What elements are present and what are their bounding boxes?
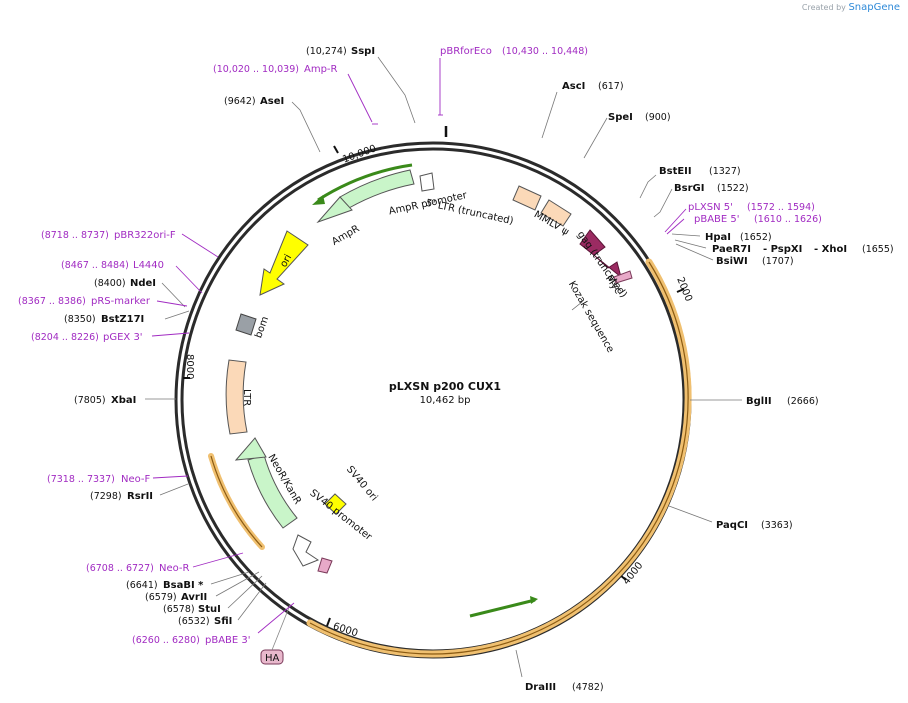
site-pos-sspi: (10,274) xyxy=(306,46,347,57)
neor-feature: NeoR/KanR xyxy=(234,437,303,529)
site-bstz17i: BstZ17I xyxy=(101,314,144,325)
kozak-label: Kozak sequence xyxy=(566,279,616,354)
ori-feature: ori xyxy=(259,230,309,296)
site-asci: AscI xyxy=(562,81,585,92)
site-bsteii: BstEII xyxy=(659,166,692,177)
site-bsiwi: BsiWI xyxy=(716,256,748,267)
sv40-features: SV40 ori SV40 promoter xyxy=(292,464,379,574)
site-pos-bsabi: (6641) xyxy=(126,580,158,591)
site-asei: AseI xyxy=(260,96,284,107)
site-avrii: AvrII xyxy=(181,592,207,603)
snapgene-credit: Created by SnapGene xyxy=(802,2,900,13)
primer-pgex3: pGEX 3' xyxy=(103,332,143,343)
site-pos-bsiwi: (1707) xyxy=(762,256,794,267)
site-pos-stui: (6578) xyxy=(163,604,195,615)
site-bsabi: BsaBI * xyxy=(163,580,204,591)
sv40prom-label: SV40 promoter xyxy=(307,488,374,544)
primer-leaders xyxy=(151,58,687,634)
ltr-label: LTR xyxy=(241,389,252,406)
site-paqci: PaqCI xyxy=(716,520,748,531)
site-pos-bstz17i: (8350) xyxy=(64,314,96,325)
primer-pbabe3: pBABE 3' xyxy=(205,635,251,646)
site-leaders xyxy=(145,56,742,678)
site-pos-rsrii: (7298) xyxy=(90,491,122,502)
site-pos-draiii: (4782) xyxy=(572,682,604,693)
plasmid-name: pLXSN p200 CUX1 xyxy=(389,380,501,393)
primer-plxsn5: pLXSN 5' xyxy=(688,202,733,213)
ha-label: HA xyxy=(265,653,280,664)
site-pos-bglii: (2666) xyxy=(787,396,819,407)
site-stui: StuI xyxy=(198,604,221,615)
credit-brand: SnapGene xyxy=(848,2,900,13)
primer-pbrforeco: pBRforEco xyxy=(440,46,492,57)
site-paer7i: PaeR7I xyxy=(712,244,751,255)
primer-pos-pbabe3: (6260 .. 6280) xyxy=(132,635,200,646)
amp-promoter-arrow xyxy=(419,172,435,192)
tick-8000: 8000 xyxy=(184,354,195,379)
primer-pos-pbr322ori: (8718 .. 8737) xyxy=(41,230,109,241)
site-bsrgi: BsrGI xyxy=(674,183,704,194)
site-pos-paer7i: (1655) xyxy=(862,244,894,255)
primer-pos-neo-f: (7318 .. 7337) xyxy=(47,474,115,485)
site-pos-asci: (617) xyxy=(598,81,624,92)
primer-pos-prs-marker: (8367 .. 8386) xyxy=(18,296,86,307)
primer-amp-r: Amp-R xyxy=(304,64,338,75)
site-pos-asei: (9642) xyxy=(224,96,256,107)
primer-pos-pbrforeco: (10,430 .. 10,448) xyxy=(502,46,588,57)
primer-labels: (10,020 .. 10,039) Amp-R pBRforEco (10,4… xyxy=(18,46,822,646)
site-draiii: DraIII xyxy=(525,682,556,693)
site-pos-spei: (900) xyxy=(645,112,671,123)
primer-pos-plxsn5: (1572 .. 1594) xyxy=(747,202,815,213)
site-pos-paqci: (3363) xyxy=(761,520,793,531)
site-pos-xbai: (7805) xyxy=(74,395,106,406)
site-rsrii: RsrII xyxy=(127,491,153,502)
primer-neo-f: Neo-F xyxy=(121,474,151,485)
ha-feature: HA xyxy=(260,604,291,665)
site-xhoi: - XhoI xyxy=(814,244,847,255)
credit-prefix: Created by xyxy=(801,3,846,12)
site-xbai: XbaI xyxy=(111,395,136,406)
myc-feature: gag (truncated) Myc Kozak sequence xyxy=(566,229,633,355)
site-ndei: NdeI xyxy=(130,278,156,289)
site-sspi: SspI xyxy=(351,46,375,57)
bom-feature: bom xyxy=(235,313,271,340)
sv40ori-label: SV40 ori xyxy=(344,464,379,503)
primer-l4440: L4440 xyxy=(133,260,164,271)
insert-highlights xyxy=(208,258,692,658)
primer-pos-l4440: (8467 .. 8484) xyxy=(61,260,129,271)
plasmid-size: 10,462 bp xyxy=(420,395,471,406)
primer-pbabe5: pBABE 5' xyxy=(694,214,740,225)
ampr-label: AmpR xyxy=(330,223,361,247)
site-pos-sfii: (6532) xyxy=(178,616,210,627)
site-pos-bsteii: (1327) xyxy=(709,166,741,177)
ltr5-label: 5' LTR (truncated) xyxy=(425,198,515,227)
primer-pos-pbabe5: (1610 .. 1626) xyxy=(754,214,822,225)
site-pos-bsrgi: (1522) xyxy=(717,183,749,194)
primer-neo-r: Neo-R xyxy=(159,563,190,574)
primer-pbr322ori: pBR322ori-F xyxy=(114,230,176,241)
site-bglii: BglII xyxy=(746,396,772,407)
primer-pos-neo-r: (6708 .. 6727) xyxy=(86,563,154,574)
primer-prs-marker: pRS-marker xyxy=(91,296,151,307)
tick-2000: 2000 xyxy=(674,276,694,304)
tick-10000: 10,000 xyxy=(341,143,378,165)
site-pos-hpai: (1652) xyxy=(740,232,772,243)
primer-pos-amp-r: (10,020 .. 10,039) xyxy=(213,64,299,75)
site-hpai: HpaI xyxy=(705,232,731,243)
site-spei: SpeI xyxy=(608,112,633,123)
site-labels: (10,274) SspI (9642) AseI AscI (617) Spe… xyxy=(64,46,894,693)
site-pos-ndei: (8400) xyxy=(94,278,126,289)
primer-pos-pgex3: (8204 .. 8226) xyxy=(31,332,99,343)
site-pos-avrii: (6579) xyxy=(145,592,177,603)
ltr-feature: LTR xyxy=(225,359,252,435)
site-sfii: SfiI xyxy=(214,616,232,627)
site-pspxi: - PspXI xyxy=(763,244,802,255)
